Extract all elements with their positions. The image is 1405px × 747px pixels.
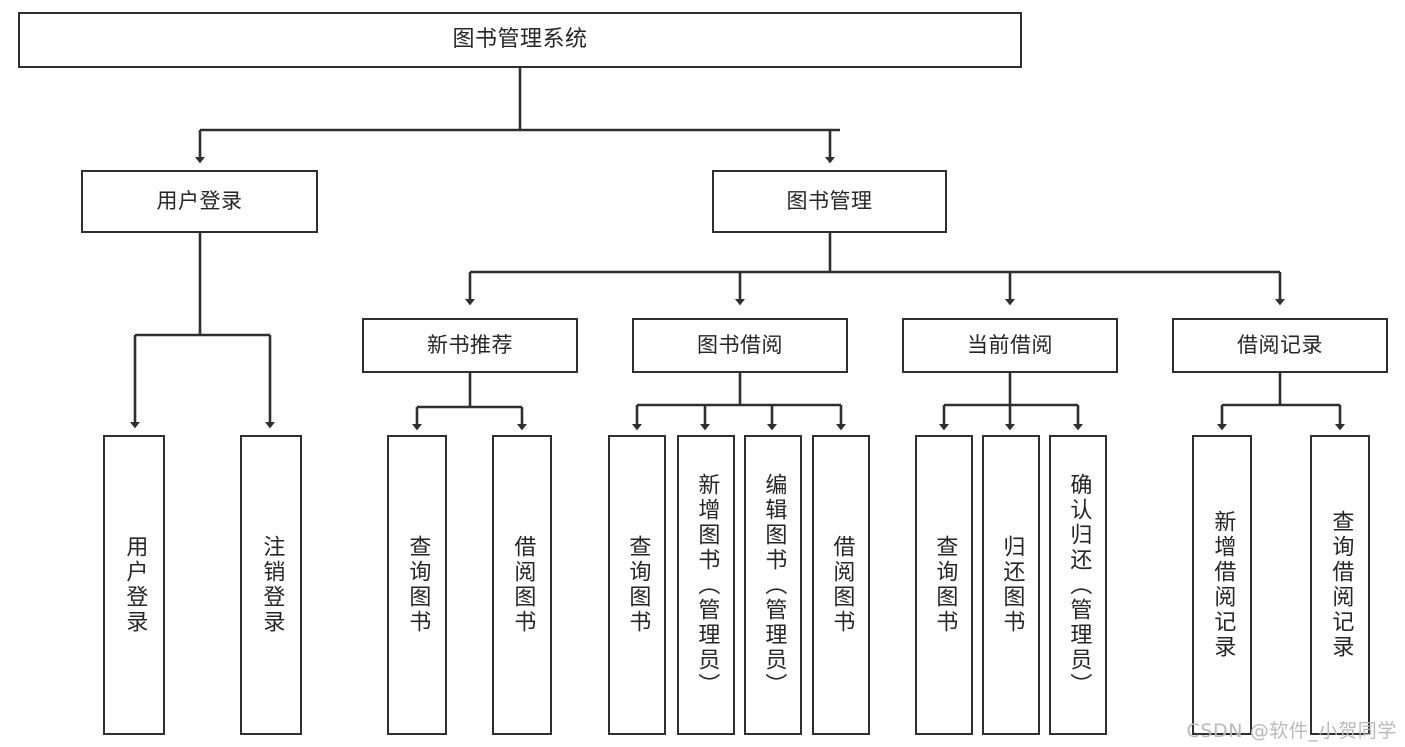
node-label: 查询图书 <box>405 535 431 635</box>
node-label: 图书借阅 <box>697 332 783 357</box>
node-book-borrow[interactable]: 图书借阅 <box>632 318 848 373</box>
node-label: 查询图书 <box>932 535 958 635</box>
node-label: 注销登录 <box>259 535 285 635</box>
node-current-borrow[interactable]: 当前借阅 <box>902 318 1118 373</box>
node-label: 新书推荐 <box>427 332 513 357</box>
node-label: 用户登录 <box>156 188 243 213</box>
node-label: 查询借阅记录 <box>1328 510 1354 660</box>
node-label: 新增图书（管理员） <box>694 472 720 698</box>
leaf-borrow-book-recommend[interactable]: 借阅图书 <box>492 435 552 735</box>
leaf-confirm-return-admin[interactable]: 确认归还（管理员） <box>1049 435 1107 735</box>
node-label: 借阅图书 <box>510 535 536 635</box>
leaf-query-book-recommend[interactable]: 查询图书 <box>387 435 447 735</box>
node-label: 查询图书 <box>625 535 651 635</box>
leaf-edit-book-admin[interactable]: 编辑图书（管理员） <box>744 435 802 735</box>
leaf-return-book[interactable]: 归还图书 <box>982 435 1040 735</box>
node-label: 用户登录 <box>122 535 148 635</box>
node-root-book-management-system[interactable]: 图书管理系统 <box>18 12 1022 68</box>
leaf-logout[interactable]: 注销登录 <box>240 435 302 735</box>
leaf-user-login[interactable]: 用户登录 <box>103 435 165 735</box>
node-label: 编辑图书（管理员） <box>761 472 787 698</box>
leaf-borrow-book[interactable]: 借阅图书 <box>812 435 870 735</box>
node-book-management[interactable]: 图书管理 <box>712 170 947 233</box>
node-label: 归还图书 <box>999 535 1025 635</box>
node-label: 借阅记录 <box>1237 332 1323 357</box>
leaf-query-book-borrow[interactable]: 查询图书 <box>608 435 666 735</box>
leaf-query-book-current[interactable]: 查询图书 <box>915 435 973 735</box>
node-borrow-record[interactable]: 借阅记录 <box>1172 318 1388 373</box>
node-new-book-recommend[interactable]: 新书推荐 <box>362 318 578 373</box>
node-label: 图书管理系统 <box>452 26 588 52</box>
node-label: 确认归还（管理员） <box>1066 472 1092 698</box>
node-label: 新增借阅记录 <box>1210 510 1236 660</box>
node-label: 当前借阅 <box>967 332 1053 357</box>
node-user-login[interactable]: 用户登录 <box>81 170 318 233</box>
leaf-add-borrow-record[interactable]: 新增借阅记录 <box>1192 435 1252 735</box>
leaf-query-borrow-record[interactable]: 查询借阅记录 <box>1310 435 1370 735</box>
node-label: 图书管理 <box>786 188 873 213</box>
node-label: 借阅图书 <box>829 535 855 635</box>
leaf-add-book-admin[interactable]: 新增图书（管理员） <box>677 435 735 735</box>
